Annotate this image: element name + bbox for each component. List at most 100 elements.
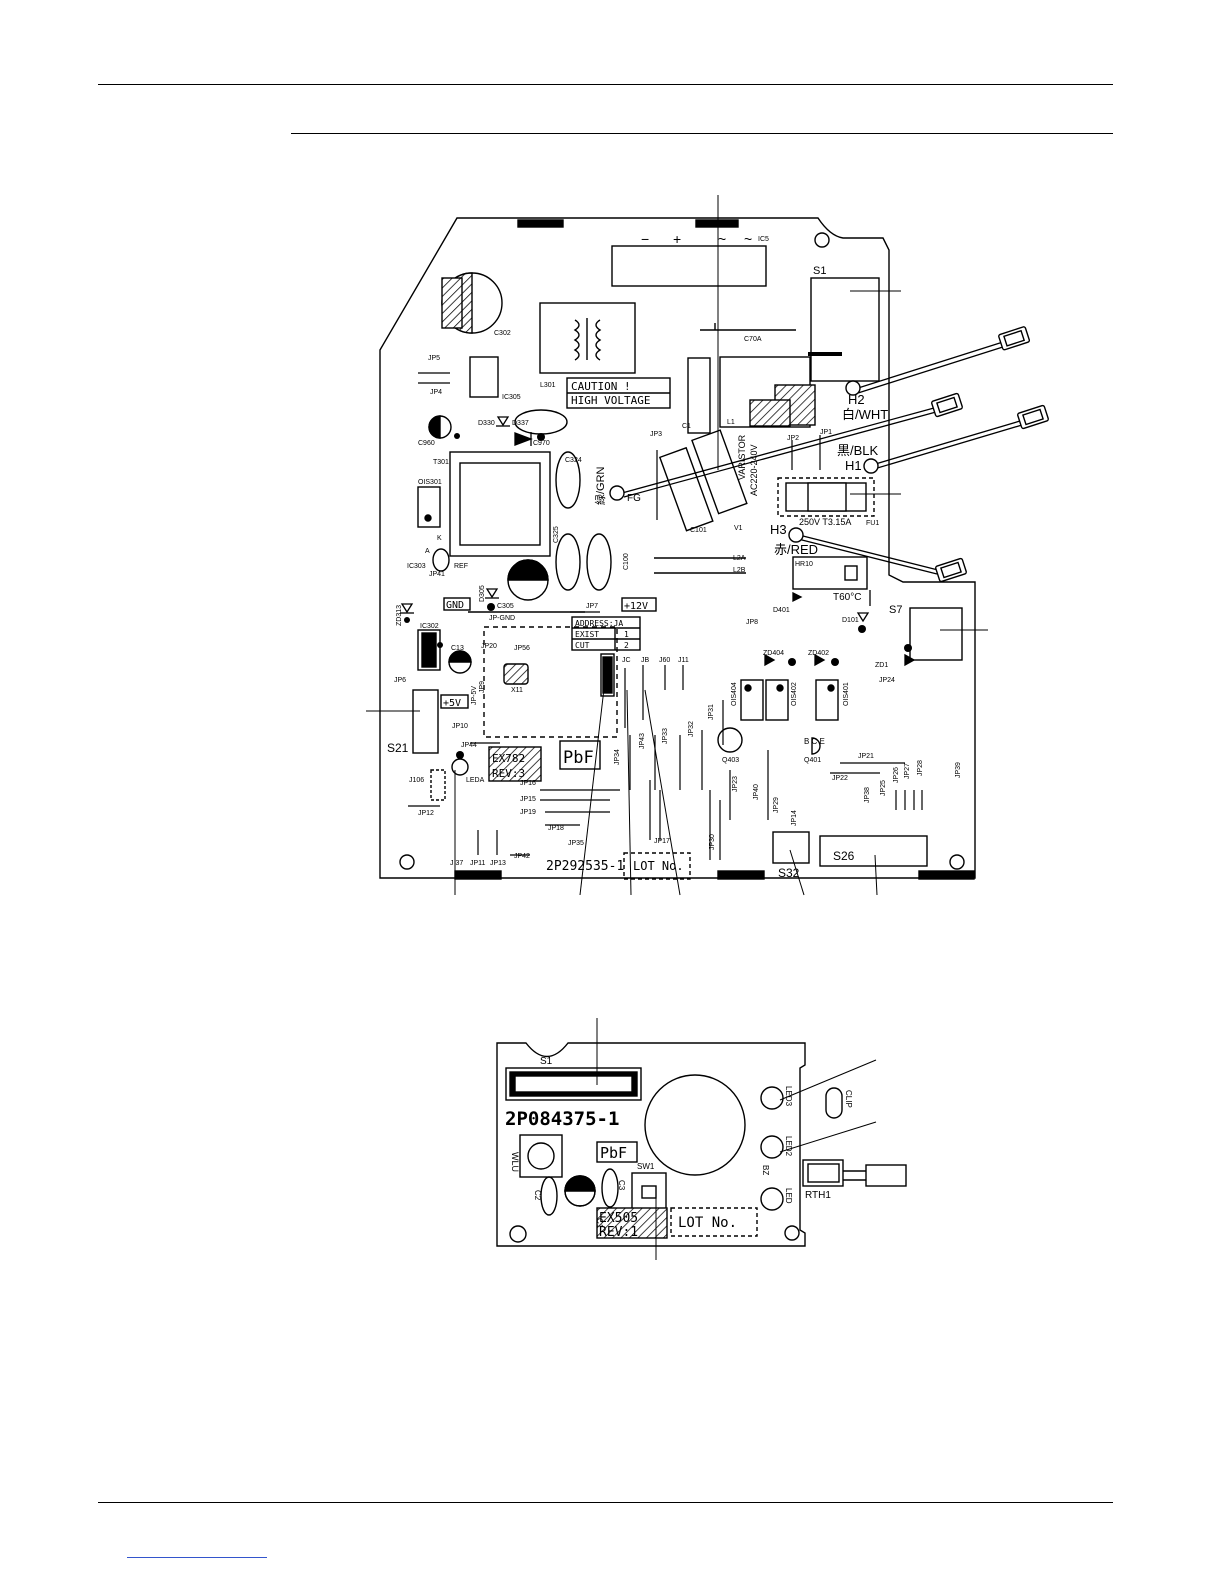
gnd-label: GND: [446, 600, 464, 611]
ic5-minus: −: [641, 231, 649, 247]
main-part-number: 2P292535-1: [546, 859, 624, 874]
c324-label: C324: [565, 457, 582, 464]
jp30-label: JP30: [709, 834, 716, 850]
rth1-label: RTH1: [805, 1190, 831, 1201]
jp22-label: JP22: [832, 775, 848, 782]
h2-label: H2: [848, 392, 865, 407]
plus12v-label: +12V: [624, 601, 648, 612]
bz-label: BZ: [761, 1165, 770, 1175]
t60c-label: T60°C: [833, 592, 861, 603]
jp41-label: JP41: [429, 571, 445, 578]
j37-label: J 37: [450, 860, 463, 867]
l301-label: L301: [540, 382, 556, 389]
jp5v-label: JP-5V: [471, 686, 478, 705]
a-label: A: [425, 548, 430, 555]
display-board: [496, 1018, 907, 1260]
ja-label: JA: [604, 659, 613, 666]
jp23-label: JP23: [732, 776, 739, 792]
footer-link-underline[interactable]: [127, 1557, 267, 1558]
ois404-label: OIS404: [731, 682, 738, 706]
display-board-labels: S1 2P084375-1 WLU PbF SW1 C2 C1 C3 BZ LE…: [505, 1056, 853, 1240]
l2b-label: L2B: [733, 567, 746, 574]
varistor-label: VARISTOR: [737, 434, 747, 480]
fg-label: FG: [627, 493, 641, 504]
d101-label: D101: [842, 617, 859, 624]
ref-label: REF: [454, 563, 468, 570]
jp5-label: JP5: [428, 355, 440, 362]
hr10-label: HR10: [795, 561, 813, 568]
ic5-label: IC5: [758, 236, 769, 243]
q403-label: Q403: [722, 757, 739, 764]
jp42-label: JP42: [514, 853, 530, 860]
ois401-label: OIS401: [843, 682, 850, 706]
display-pbf-label: PbF: [600, 1144, 627, 1162]
ic5-ac1: ~: [718, 231, 726, 247]
jp2-label: JP2: [787, 435, 799, 442]
jp16-label: JP16: [520, 780, 536, 787]
jp3-label: JP3: [650, 431, 662, 438]
jc-label: JC: [622, 657, 631, 664]
c305-label: C305: [497, 603, 514, 610]
section-rule: [291, 133, 1113, 134]
h1-color-label: 黒/BLK: [837, 443, 879, 458]
main-lot-label: LOT No.: [633, 859, 684, 873]
jp38-label: JP38: [864, 787, 871, 803]
q401-label: Q401: [804, 757, 821, 764]
jp44-label: JP44: [461, 742, 477, 749]
cut-value: 2: [624, 641, 629, 650]
jp9-label: JP9: [479, 681, 486, 693]
h2-color-label: 白/WHT: [842, 407, 888, 422]
main-board-outline: [379, 217, 976, 879]
s26-label: S26: [833, 849, 855, 863]
jp7-label: JP7: [586, 603, 598, 610]
l1-label: L1: [727, 419, 735, 426]
display-board-outline: [496, 1042, 806, 1247]
ois301-label: OIS301: [418, 479, 442, 486]
zd1-label: ZD1: [875, 662, 888, 669]
c325-label: C325: [553, 526, 560, 543]
sw1-label: SW1: [637, 1162, 655, 1171]
s7-label: S7: [889, 604, 902, 616]
wlu-label: WLU: [510, 1152, 520, 1172]
ex505-label: EX505: [599, 1211, 638, 1226]
bce-label: B C E: [804, 737, 825, 746]
s1-label: S1: [813, 265, 826, 277]
jp40-label: JP40: [753, 784, 760, 800]
caution-text: CAUTION !: [571, 380, 631, 393]
c3-label: C3: [617, 1180, 626, 1191]
jp14-label: JP14: [791, 810, 798, 826]
high-voltage-text: HIGH VOLTAGE: [571, 394, 650, 407]
jb-label: JB: [641, 657, 650, 664]
s21-label: S21: [387, 741, 409, 755]
jp25-label: JP25: [880, 780, 887, 796]
led3-label: LED3: [784, 1086, 793, 1107]
d305-label: D305: [479, 585, 486, 602]
c960-label: C960: [418, 440, 435, 447]
jp56-label: JP56: [514, 645, 530, 652]
t301-label: T301: [433, 459, 449, 466]
jp20-label: JP20: [481, 643, 497, 650]
jp18-label: JP18: [548, 825, 564, 832]
display-lot-label: LOT No.: [678, 1215, 737, 1231]
jp43-label: JP43: [639, 733, 646, 749]
c302-label: C302: [494, 330, 511, 337]
c2-label: C2: [533, 1190, 542, 1201]
main-board-labels: − + ~ ~ IC5 S1 C70A C302 L301 CAUTION ! …: [387, 231, 962, 880]
d337-label: D337: [512, 420, 529, 427]
fuse-rating: 250V T3.15A: [799, 517, 851, 527]
jp12-label: JP12: [418, 810, 434, 817]
h3-color-label: 赤/RED: [774, 542, 818, 557]
c101-label: C101: [690, 527, 707, 534]
jp28-label: JP28: [917, 760, 924, 776]
jp1-label: JP1: [820, 429, 832, 436]
jp15-label: JP15: [520, 796, 536, 803]
grn-label: 緑/GRN: [593, 466, 607, 505]
c13-label: C13: [451, 645, 464, 652]
ic5-plus: +: [673, 231, 681, 247]
c1-label: C1: [682, 423, 691, 430]
c70a-label: C70A: [744, 336, 762, 343]
jp32-label: JP32: [688, 721, 695, 737]
d330-label: D330: [478, 420, 495, 427]
zd313-label: ZD313: [396, 605, 403, 626]
